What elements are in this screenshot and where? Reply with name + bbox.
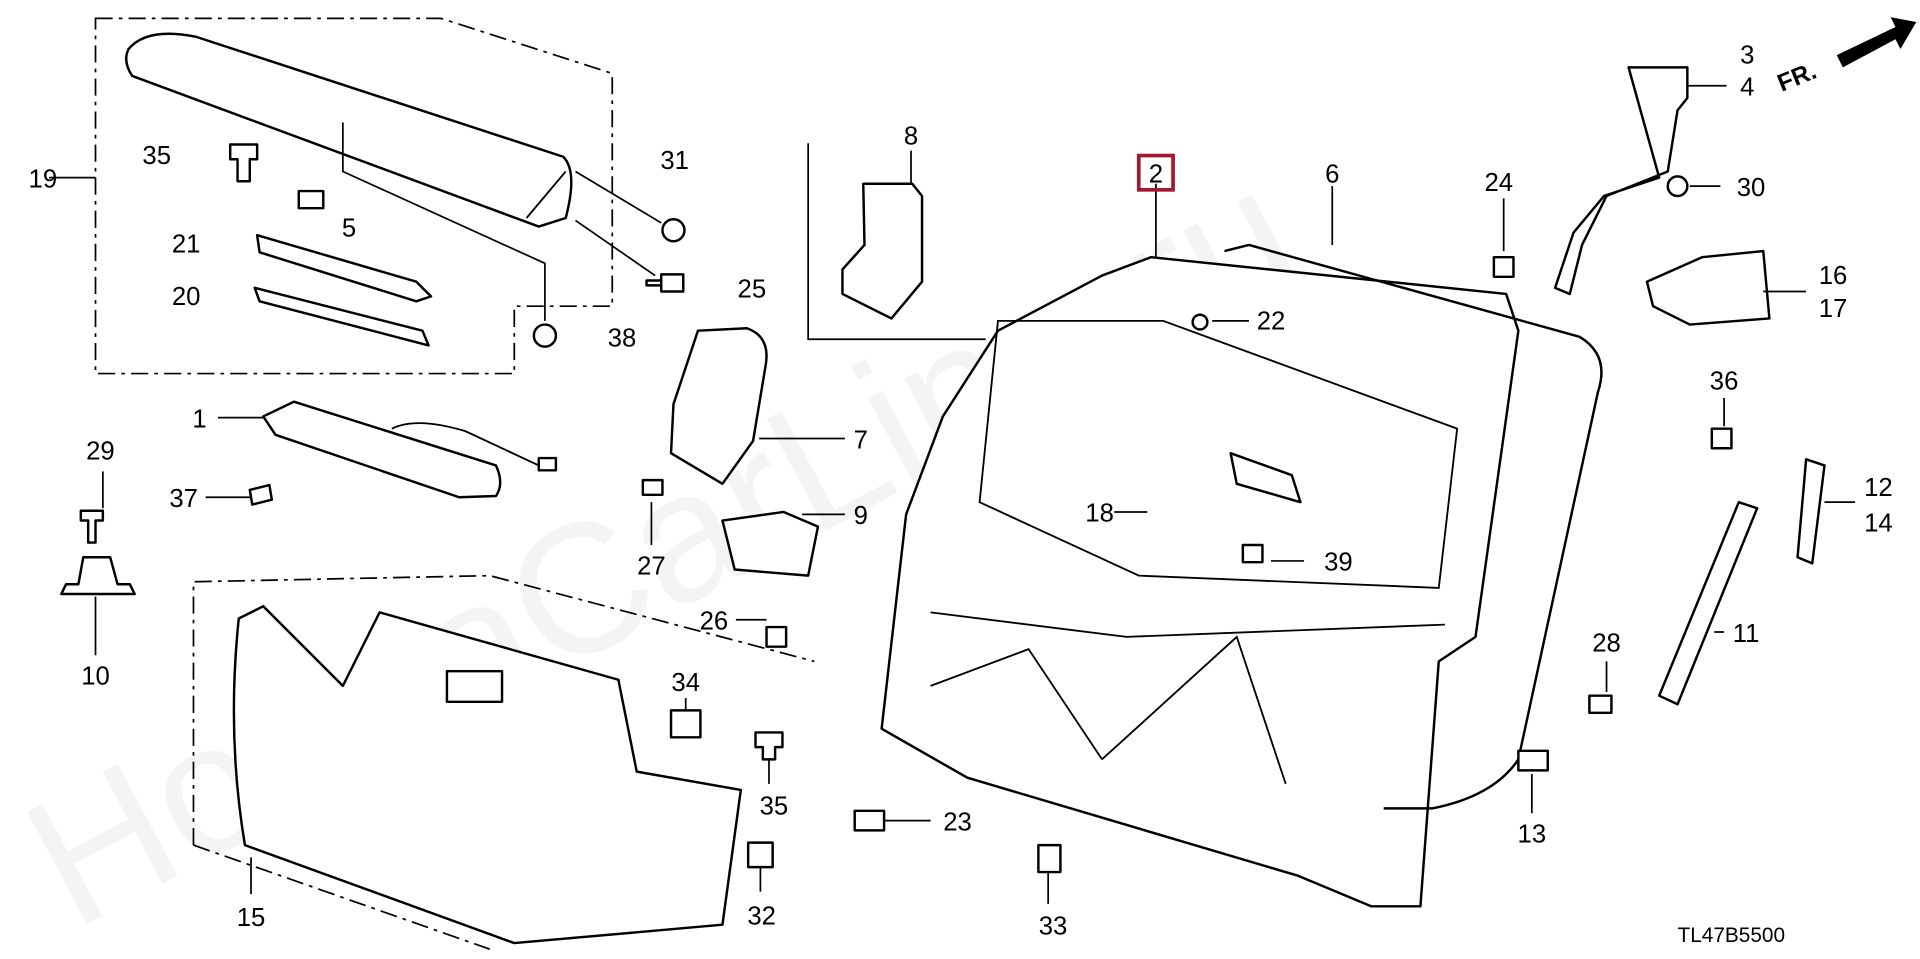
part-switch <box>721 510 820 577</box>
callout-9[interactable]: 9 <box>854 502 868 530</box>
callout-2[interactable]: 2 <box>1149 160 1163 188</box>
callout-28[interactable]: 28 <box>1592 630 1621 658</box>
callout-33[interactable]: 33 <box>1039 913 1068 941</box>
callout-labels: 1935521203125381293710879272634353215233… <box>29 42 1893 941</box>
callout-22[interactable]: 22 <box>1257 307 1286 335</box>
part-bracket-21 <box>255 233 433 303</box>
callout-14[interactable]: 14 <box>1864 510 1893 538</box>
part-bracket-16 <box>1645 249 1771 326</box>
callout-25[interactable]: 25 <box>738 276 767 304</box>
callout-7[interactable]: 7 <box>854 426 868 454</box>
highlight-box <box>1136 153 1175 192</box>
part-clip-35b <box>754 731 784 761</box>
part-screw-29 <box>79 509 105 544</box>
callout-27[interactable]: 27 <box>637 552 666 580</box>
bracket-latch <box>807 143 986 341</box>
part-handle <box>669 327 768 486</box>
part-nut-30 <box>1666 175 1689 198</box>
callout-38[interactable]: 38 <box>608 325 637 353</box>
part-garnish <box>232 605 743 945</box>
part-stay-bracket <box>1796 458 1826 565</box>
part-bolt-26 <box>765 625 788 648</box>
group-box-garnish <box>192 574 815 951</box>
callout-1[interactable]: 1 <box>192 405 206 433</box>
callout-39[interactable]: 39 <box>1324 549 1353 577</box>
front-direction-arrow-icon <box>1836 17 1917 68</box>
callout-18[interactable]: 18 <box>1085 500 1114 528</box>
part-gas-stay <box>1657 500 1759 706</box>
callout-29[interactable]: 29 <box>86 437 115 465</box>
callout-19[interactable]: 19 <box>29 165 58 193</box>
part-clip-34 <box>669 709 702 739</box>
callout-15[interactable]: 15 <box>237 904 266 932</box>
part-hinge <box>1553 66 1689 296</box>
part-nut-38 <box>532 323 558 348</box>
part-clip-35 <box>228 143 259 183</box>
part-tailgate <box>880 255 1520 908</box>
front-direction-label: FR. <box>1774 58 1821 98</box>
part-light-20 <box>253 286 430 347</box>
callout-5[interactable]: 5 <box>342 214 356 242</box>
part-screw-37 <box>248 483 274 506</box>
callout-10[interactable]: 10 <box>81 663 110 691</box>
callout-36[interactable]: 36 <box>1710 367 1739 395</box>
part-clip-33 <box>1037 843 1062 874</box>
callout-3[interactable]: 3 <box>1740 42 1754 70</box>
part-clip-22 <box>1191 313 1209 331</box>
callout-24[interactable]: 24 <box>1484 169 1513 197</box>
part-holder-10 <box>60 556 136 596</box>
callout-31[interactable]: 31 <box>660 147 689 175</box>
callout-30[interactable]: 30 <box>1737 174 1766 202</box>
part-stop-light <box>262 400 502 499</box>
part-clip-23 <box>853 809 886 832</box>
callout-6[interactable]: 6 <box>1325 160 1339 188</box>
callout-37[interactable]: 37 <box>169 485 198 513</box>
group-box-spoiler <box>94 17 614 375</box>
part-clip-5 <box>297 189 325 210</box>
callout-12[interactable]: 12 <box>1864 474 1893 502</box>
part-nut-31 <box>661 218 686 243</box>
callout-20[interactable]: 20 <box>172 283 201 311</box>
part-stopper-13 <box>1517 749 1549 772</box>
callout-11[interactable]: 11 <box>1733 620 1760 648</box>
part-bracket-glass <box>1229 451 1302 504</box>
part-bolt-27 <box>641 478 664 497</box>
callout-34[interactable]: 34 <box>671 669 700 697</box>
callout-16[interactable]: 16 <box>1819 262 1848 290</box>
callout-8[interactable]: 8 <box>904 123 918 151</box>
part-bolt-39 <box>1241 543 1264 564</box>
part-bolt-25 <box>645 273 685 293</box>
part-latch <box>841 182 924 320</box>
callout-4[interactable]: 4 <box>1740 74 1754 102</box>
part-spoiler <box>124 32 573 228</box>
callout-17[interactable]: 17 <box>1819 295 1848 323</box>
callout-35[interactable]: 35 <box>142 142 171 170</box>
drawing-code: TL47B5500 <box>1678 924 1786 947</box>
callout-26[interactable]: 26 <box>700 608 729 636</box>
part-bolt-36 <box>1710 427 1733 450</box>
part-bolt-24 <box>1492 255 1515 279</box>
callout-23[interactable]: 23 <box>943 808 972 836</box>
callout-13[interactable]: 13 <box>1518 821 1547 849</box>
callout-35[interactable]: 35 <box>760 792 789 820</box>
callout-32[interactable]: 32 <box>747 903 776 931</box>
part-bolt-28 <box>1588 694 1613 715</box>
part-clip-32 <box>746 841 774 869</box>
callout-21[interactable]: 21 <box>172 230 201 258</box>
